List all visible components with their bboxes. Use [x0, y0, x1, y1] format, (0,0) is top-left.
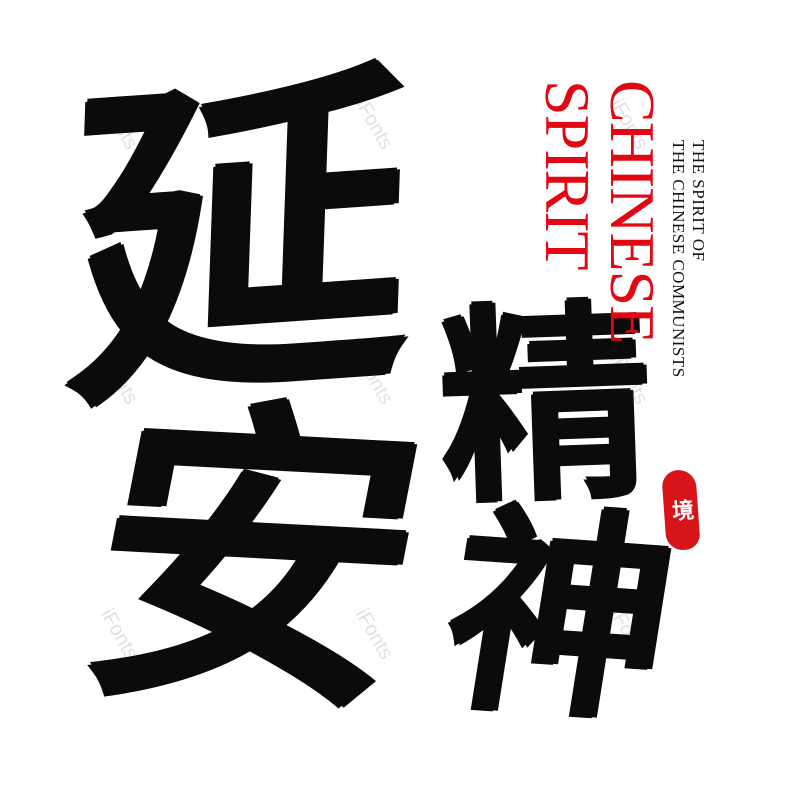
title-spirit: SPIRIT [532, 80, 603, 270]
subtitle-line-2: THE CHINESE COMMUNISTS [669, 140, 688, 378]
subtitle-line-1: THE SPIRIT OF [689, 140, 708, 262]
calligraphy-char-shen: 神 [430, 478, 691, 751]
title-chinese: CHINESE [597, 80, 668, 344]
calligraphy-char-an: 安 [59, 365, 452, 754]
red-seal-stamp: 境 [661, 468, 701, 552]
seal-character: 境 [667, 498, 695, 522]
calligraphy-char-yan: 延 [63, 27, 417, 452]
